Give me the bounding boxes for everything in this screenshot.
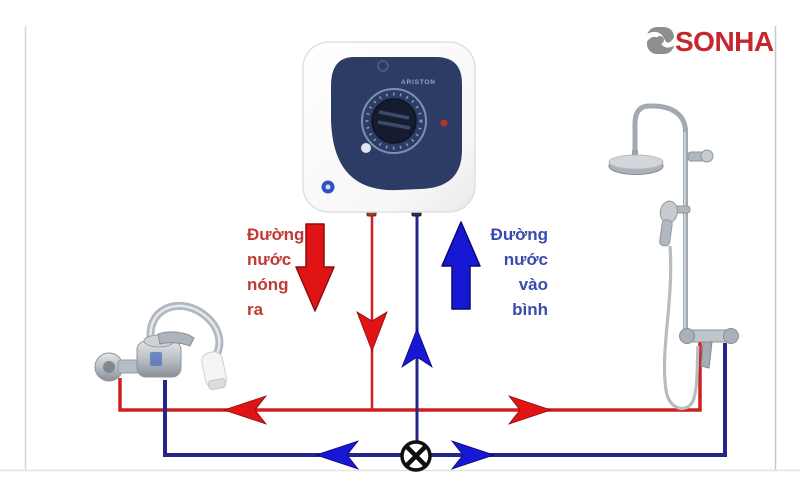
cold-label-line: bình — [512, 300, 548, 319]
heater-panel-dot — [361, 143, 371, 153]
hot-label-line: ra — [247, 300, 264, 319]
shower-column — [608, 103, 739, 410]
cold-water-label: Đường nước vào bình — [486, 222, 548, 322]
content-frame — [0, 26, 800, 472]
hot-label-line: Đường — [247, 225, 305, 244]
hot-arrow-down-icon — [356, 311, 388, 353]
kitchen-faucet — [94, 301, 227, 391]
heater-brand-label: ARISTON — [401, 79, 436, 86]
shower-hose — [662, 245, 700, 410]
heater-panel-emblem — [377, 60, 389, 72]
hot-flow-arrows — [222, 311, 553, 425]
hot-water-label: Đường nước nóng ra — [247, 222, 317, 322]
shutoff-valve-icon — [400, 440, 432, 472]
cold-label-line: Đường — [490, 225, 548, 244]
cold-arrow-left-icon — [314, 440, 360, 470]
shower-top-arm — [632, 103, 688, 152]
cold-label-big-arrow-icon — [441, 221, 481, 310]
faucet-sprayer-head — [201, 351, 227, 391]
cold-label-line: vào — [518, 275, 548, 294]
cold-arrow-up-icon — [401, 327, 433, 369]
sonha-swirl-icon — [643, 27, 679, 54]
hot-main-run — [118, 341, 702, 412]
cold-main-run — [163, 343, 727, 457]
cold-label-line: nước — [503, 250, 548, 269]
hot-water-pipes — [118, 214, 702, 412]
cold-arrow-right-icon — [450, 440, 496, 470]
heater-indicator-light — [440, 119, 448, 127]
water-heater — [302, 41, 476, 217]
hot-label-line: nước — [247, 250, 292, 269]
shower-mixer-lever — [700, 341, 713, 369]
brand-logo-text: SONHA — [675, 26, 774, 57]
hot-label-line: nóng — [247, 275, 289, 294]
handheld-shower — [659, 200, 678, 247]
hot-label-big-arrow-icon — [295, 223, 335, 312]
faucet-lever — [157, 331, 195, 347]
hot-arrow-right-icon — [507, 395, 553, 425]
hot-arrow-left-icon — [222, 395, 268, 425]
thermostat-dial — [361, 88, 427, 154]
cold-flow-arrows — [314, 327, 496, 470]
